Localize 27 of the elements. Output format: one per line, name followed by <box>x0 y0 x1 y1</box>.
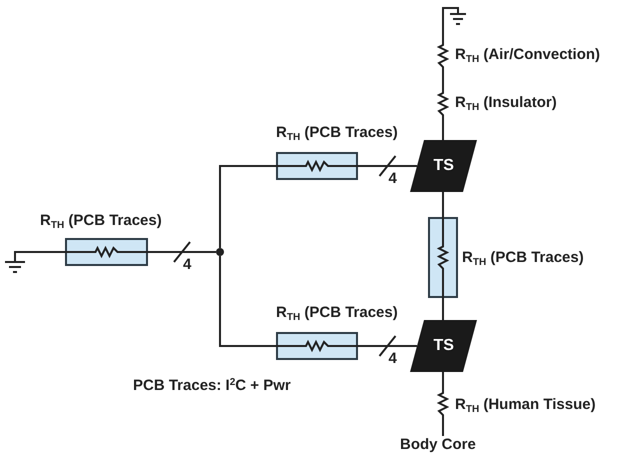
resistance-label: R$_{TH}$ (Human Tissue) <box>455 396 596 414</box>
resistance-label: R$_{TH}$ (PCB Traces) <box>276 124 398 142</box>
wire <box>358 165 417 167</box>
resistance-label: R$_{TH}$ (Air/Convection) <box>455 46 600 64</box>
wire <box>358 345 417 347</box>
wire <box>442 420 444 436</box>
edge-label: 4 <box>183 256 192 274</box>
resistance-label: R$_{TH}$ (Insulator) <box>455 94 557 112</box>
text-label: Body Core <box>400 436 476 454</box>
resistance-label: R$_{TH}$ (PCB Traces) <box>276 304 398 322</box>
wire <box>442 372 444 388</box>
sensor-label: TS <box>434 157 454 175</box>
wire <box>442 72 444 88</box>
wire <box>219 165 276 248</box>
resistance-label: R$_{TH}$ (PCB Traces) <box>40 212 162 230</box>
wire <box>148 251 216 253</box>
wire <box>442 29 444 40</box>
wire <box>442 298 444 320</box>
edge-label: 4 <box>388 350 397 368</box>
sensor-label: TS <box>434 337 454 355</box>
resistance-label: R$_{TH}$ (PCB Traces) <box>462 249 584 267</box>
note-text: PCB Traces: I$^{2}$C + Pwr <box>133 377 291 395</box>
wire <box>33 251 65 253</box>
wire <box>442 120 444 140</box>
wire <box>219 256 276 347</box>
wire <box>442 192 444 217</box>
edge-label: 4 <box>388 170 397 188</box>
